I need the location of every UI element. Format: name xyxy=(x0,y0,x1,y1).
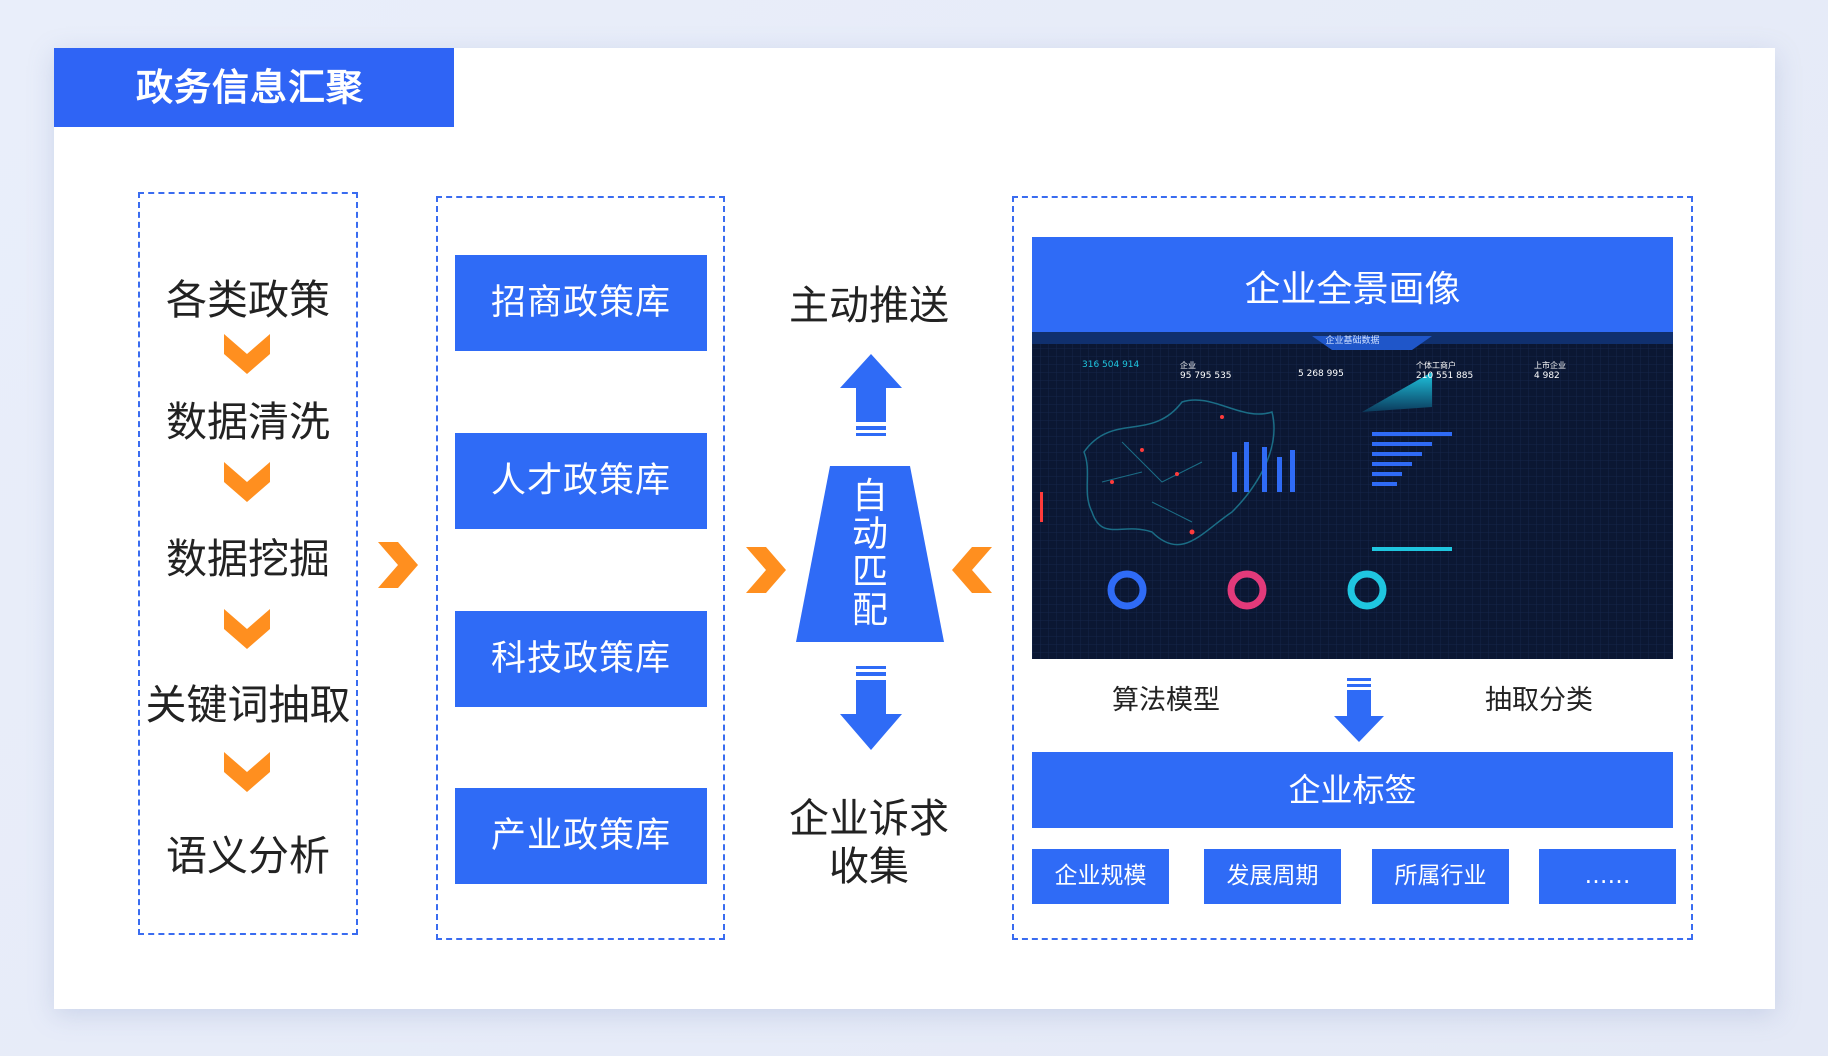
metric-value: 316 504 914 xyxy=(1082,360,1140,370)
page-title: 政务信息汇聚 xyxy=(54,48,454,127)
metric-label: 个体工商户 xyxy=(1416,361,1456,370)
extract-classify-caption: 抽取分类 xyxy=(1485,685,1593,716)
library-item[interactable]: 产业政策库 xyxy=(455,788,707,884)
metric-label: 上市企业 xyxy=(1534,361,1566,370)
arrow-down-icon xyxy=(1334,678,1384,742)
chevron-right-icon xyxy=(378,542,418,588)
metric-value: 95 795 535 xyxy=(1180,371,1232,381)
metric-value: 5 268 995 xyxy=(1298,369,1344,379)
chevron-down-icon xyxy=(224,334,270,374)
metric-label xyxy=(1298,360,1396,369)
chevron-right-icon xyxy=(746,547,786,593)
chevron-down-icon xyxy=(224,462,270,502)
metric-label: 企业 xyxy=(1180,361,1196,370)
chevron-down-icon xyxy=(224,752,270,792)
pipeline-step: 语义分析 xyxy=(166,832,330,880)
auto-match-label: 自动匹配 xyxy=(851,476,888,631)
policy-library-box xyxy=(436,196,725,940)
enterprise-tags-title: 企业标签 xyxy=(1032,752,1673,828)
library-item[interactable]: 科技政策库 xyxy=(455,611,707,707)
library-item[interactable]: 招商政策库 xyxy=(455,255,707,351)
tag-enterprise-scale[interactable]: 企业规模 xyxy=(1032,849,1169,904)
portrait-title: 企业全景画像 xyxy=(1032,237,1673,332)
pipeline-step: 关键词抽取 xyxy=(145,681,351,729)
auto-match-trapezoid xyxy=(796,466,944,642)
tag-industry[interactable]: 所属行业 xyxy=(1372,849,1509,904)
pipeline-step: 数据清洗 xyxy=(166,398,330,446)
metric-value: 210 551 885 xyxy=(1416,371,1474,381)
portrait-box xyxy=(1012,196,1693,940)
metric: 316 504 914 xyxy=(1032,360,1160,381)
metric-value: 4 982 xyxy=(1534,371,1560,381)
tag-development-cycle[interactable]: 发展周期 xyxy=(1204,849,1341,904)
push-label: 主动推送 xyxy=(789,283,949,329)
library-item[interactable]: 人才政策库 xyxy=(455,433,707,529)
metric: 5 268 995 xyxy=(1278,360,1396,381)
arrow-up-icon xyxy=(840,354,902,436)
collect-label-line2: 收集 xyxy=(829,844,909,890)
arrow-down-icon xyxy=(840,666,902,750)
dashboard-graphics xyxy=(1032,332,1673,659)
pipeline-step: 各类政策 xyxy=(166,276,330,324)
algorithm-model-caption: 算法模型 xyxy=(1112,685,1220,716)
pipeline-box xyxy=(138,192,358,935)
pipeline-step: 数据挖掘 xyxy=(166,535,330,583)
tag-more[interactable]: …… xyxy=(1539,849,1676,904)
chevron-left-icon xyxy=(952,547,992,593)
collect-label-line1: 企业诉求 xyxy=(789,796,949,842)
dashboard-banner: 企业基础数据 xyxy=(1325,336,1380,346)
chevron-down-icon xyxy=(224,609,270,649)
